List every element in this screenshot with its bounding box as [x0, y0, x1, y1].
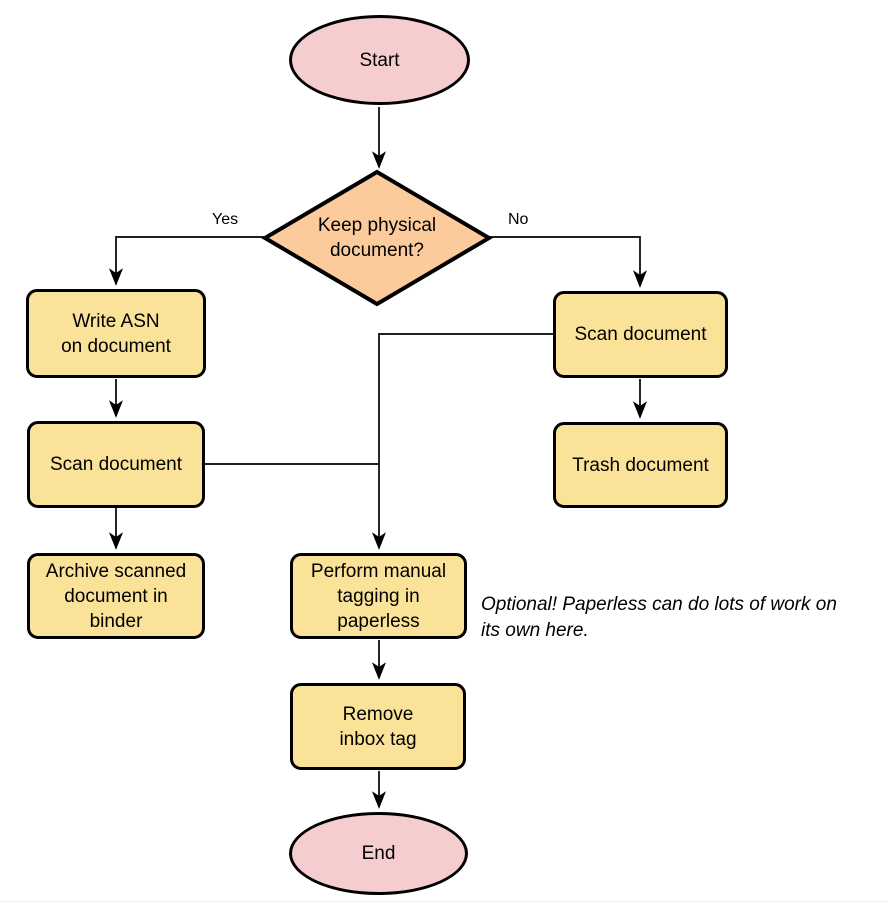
edge-decision-to-write-asn — [116, 236, 266, 284]
node-scan-left: Scan document — [27, 421, 205, 508]
edge-scan-right-to-tagging — [379, 333, 553, 548]
node-write-asn-label: Write ASN on document — [61, 310, 171, 357]
edge-label-yes: Yes — [212, 211, 239, 228]
edge-label-no: No — [508, 211, 529, 228]
node-scan-left-label: Scan document — [49, 454, 183, 475]
node-decision-label: Keep physical document? — [317, 215, 437, 261]
node-start-label: Start — [359, 49, 400, 71]
node-tagging: Perform manual tagging in paperless — [290, 553, 467, 639]
node-scan-right-label: Scan document — [574, 324, 707, 345]
node-remove-inbox-label: Remove inbox tag — [339, 703, 417, 750]
node-write-asn: Write ASN on document — [26, 289, 206, 378]
bottom-divider — [0, 901, 888, 902]
node-end: End — [289, 812, 468, 895]
node-archive: Archive scanned document in binder — [27, 553, 205, 639]
node-trash-label: Trash document — [572, 454, 709, 476]
decision-diamond-shape — [261, 169, 493, 307]
node-archive-label: Archive scanned document in binder — [45, 560, 187, 632]
edge-decision-to-scan-right — [488, 236, 640, 286]
node-trash: Trash document — [553, 422, 728, 508]
node-scan-right: Scan document — [553, 291, 728, 378]
note-optional: Optional! Paperless can do lots of work … — [481, 594, 837, 641]
node-decision: Keep physical document? — [261, 168, 493, 308]
node-remove-inbox: Remove inbox tag — [290, 683, 466, 770]
node-tagging-label: Perform manual tagging in paperless — [310, 560, 447, 632]
node-start: Start — [289, 15, 470, 105]
node-end-label: End — [361, 843, 396, 864]
